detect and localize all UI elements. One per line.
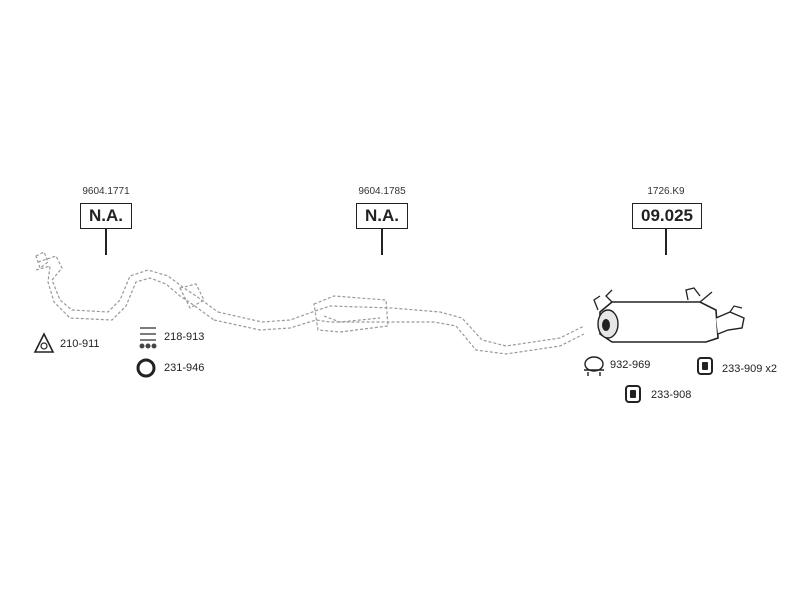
accessory-label-210-911[interactable]: 210-911	[60, 338, 100, 350]
clamp-icon	[584, 356, 604, 376]
part-ref-center-pipe: 9604.1785	[358, 186, 406, 197]
leader-line-front-pipe	[105, 229, 107, 255]
accessory-label-932-969[interactable]: 932-969	[610, 359, 651, 371]
leader-line-rear-silencer	[665, 229, 667, 255]
rear-silencer[interactable]	[593, 287, 745, 343]
rubber-mount-icon	[697, 357, 713, 375]
part-code-front-pipe[interactable]: N.A.	[80, 203, 132, 229]
triangle-gasket-icon	[33, 332, 55, 353]
part-code-rear-silencer[interactable]: 09.025	[632, 203, 702, 229]
ring-gasket-icon	[136, 358, 156, 378]
center-pipe[interactable]	[213, 295, 585, 355]
front-pipe[interactable]	[35, 251, 219, 321]
part-ref-rear-silencer: 1726.K9	[647, 186, 685, 197]
accessory-label-233-909[interactable]: 233-909 x2	[722, 363, 778, 375]
accessory-label-233-908[interactable]: 233-908	[651, 389, 692, 401]
bolt-kit-icon	[139, 327, 157, 349]
part-code-center-pipe[interactable]: N.A.	[356, 203, 408, 229]
rubber-mount-icon	[625, 385, 641, 403]
leader-line-center-pipe	[381, 229, 383, 255]
accessory-label-218-913[interactable]: 218-913	[164, 331, 205, 343]
part-ref-front-pipe: 9604.1771	[82, 186, 130, 197]
accessory-label-231-946[interactable]: 231-946	[164, 362, 205, 374]
